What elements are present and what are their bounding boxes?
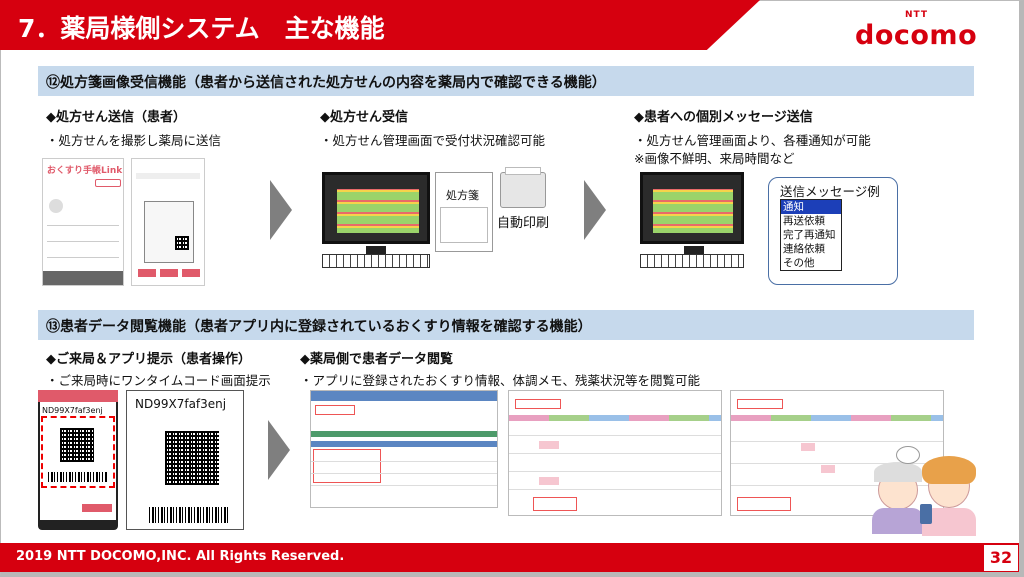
- phone-button[interactable]: [82, 504, 112, 512]
- smartphone-icon: [920, 504, 932, 524]
- s1-col3-desc2: ※画像不鮮明、来局時間など: [634, 151, 795, 166]
- copyright: 2019 NTT DOCOMO,INC. All Rights Reserved…: [16, 549, 345, 564]
- onetime-code: ND99X7faf3enj: [135, 397, 227, 411]
- s2-col1-heading: ◆ご来局＆アプリ提示（患者操作）: [46, 352, 251, 367]
- onetime-code-card: ND99X7faf3enj: [126, 390, 244, 530]
- message-item[interactable]: 連絡依頼: [783, 243, 825, 255]
- onetime-code-phone: ND99X7faf3enj: [38, 390, 118, 530]
- section1-header: ⑫処方箋画像受信機能（患者から送信された処方せんの内容を薬局内で確認できる機能）: [38, 66, 974, 96]
- monitor-screen: [322, 172, 430, 244]
- speech-bubble-icon: [896, 446, 920, 464]
- keyboard: [322, 254, 430, 268]
- arrow-right-icon: [268, 420, 290, 480]
- phone-button-1[interactable]: [138, 269, 156, 277]
- message-list: 通知 再送依頼 完了再通知 連絡依頼 その他: [780, 199, 842, 271]
- s1-col3-heading: ◆患者への個別メッセージ送信: [634, 110, 813, 125]
- monitor-stand-2: [684, 246, 704, 254]
- monitor-stand: [366, 246, 386, 254]
- title-bar: [0, 0, 760, 50]
- keyboard-2: [640, 254, 744, 268]
- section2-header: ⑬患者データ閲覧機能（患者アプリ内に登録されているおくすり情報を確認する機能）: [38, 310, 974, 340]
- phone-button-2[interactable]: [160, 269, 178, 277]
- message-item[interactable]: 通知: [781, 200, 841, 214]
- docomo-logo: docomo: [855, 20, 978, 51]
- prescription-phone-screen: [131, 158, 205, 286]
- s1-col1-desc: ・処方せんを撮影し薬局に送信: [46, 133, 222, 148]
- woman-illustration: [914, 448, 984, 536]
- s2-col2-desc: ・アプリに登録されたおくすり情報、体調メモ、残薬状況等を閲覧可能: [300, 373, 701, 388]
- phone-button-3[interactable]: [182, 269, 200, 277]
- s1-col2-desc: ・処方せん管理画面で受付状況確認可能: [320, 133, 546, 148]
- page-number: 32: [984, 545, 1018, 571]
- message-item[interactable]: 再送依頼: [783, 215, 825, 227]
- s1-col2-heading: ◆処方せん受信: [320, 110, 408, 125]
- s2-col1-desc: ・ご来局時にワンタイムコード画面提示: [46, 373, 271, 388]
- page-title: 7．薬局様側システム 主な機能: [18, 14, 385, 43]
- app-title: おくすり手帳Link: [47, 166, 123, 176]
- ntt-label: NTT: [905, 10, 929, 20]
- printer-icon: [500, 167, 546, 208]
- message-example-title: 送信メッセージ例: [780, 184, 880, 199]
- grandmother-illustration: [868, 450, 938, 534]
- s2-col2-heading: ◆薬局側で患者データ閲覧: [300, 352, 453, 367]
- avatar: [49, 199, 63, 213]
- sheet-label: 処方箋: [446, 189, 479, 202]
- message-item[interactable]: 完了再通知: [783, 229, 836, 241]
- phone-code-text: ND99X7faf3enj: [42, 406, 103, 415]
- print-label: 自動印刷: [497, 216, 550, 231]
- prescription-sheet: 処方箋: [435, 172, 493, 252]
- monitor-screen-2: [640, 172, 744, 244]
- s1-col1-heading: ◆処方せん送信（患者）: [46, 110, 186, 125]
- app-badge: [95, 179, 121, 187]
- app-phone-screen: おくすり手帳Link: [42, 158, 124, 286]
- phone-navbar: [43, 271, 123, 285]
- prescription-photo: [144, 201, 194, 263]
- footer-bar: [0, 543, 1019, 572]
- arrow-right-icon: [270, 180, 292, 240]
- patient-data-screenshot-1: [310, 390, 498, 508]
- arrow-right-icon: [584, 180, 606, 240]
- patient-data-screenshot-2: [508, 390, 722, 516]
- s1-col3-desc1: ・処方せん管理画面より、各種通知が可能: [634, 133, 871, 148]
- message-item[interactable]: その他: [783, 257, 815, 269]
